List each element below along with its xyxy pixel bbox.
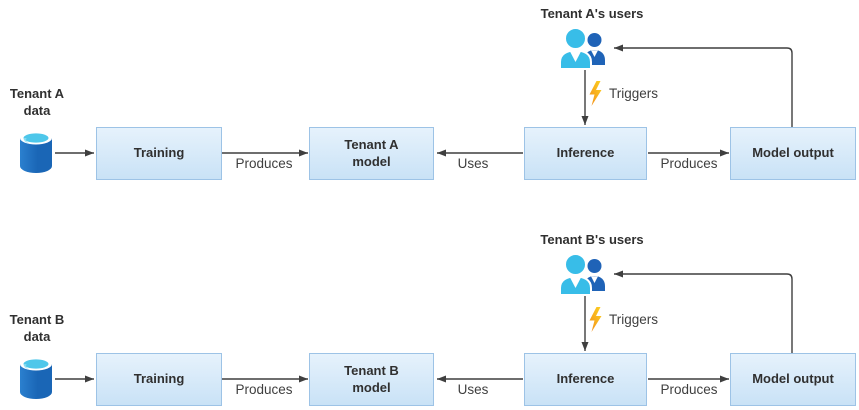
database-icon bbox=[20, 131, 52, 173]
model-output-box-label: Model output bbox=[752, 371, 834, 387]
training-box: Training bbox=[96, 353, 222, 406]
tenant-model-label-line1: Tenant A bbox=[344, 136, 399, 152]
tenant-data-line1: Tenant B bbox=[9, 312, 65, 327]
triggers-label: Triggers bbox=[609, 86, 659, 101]
training-box-label: Training bbox=[133, 145, 185, 161]
model-output-box: Model output bbox=[730, 127, 856, 180]
produces-label-right: Produces bbox=[660, 382, 718, 397]
tenant-model-label-line2: model bbox=[352, 379, 391, 395]
tenant-users-label: Tenant B's users bbox=[540, 232, 644, 247]
model-output-box-label: Model output bbox=[752, 145, 834, 161]
users-icon bbox=[559, 253, 605, 296]
users-icon bbox=[559, 27, 605, 70]
database-icon bbox=[20, 357, 52, 399]
lightning-bolt-icon bbox=[589, 81, 602, 106]
tenant-model-label-line2: model bbox=[352, 153, 391, 169]
model-output-box: Model output bbox=[730, 353, 856, 406]
tenant-data-line2: data bbox=[23, 102, 51, 118]
tenant-model-box: Tenant A model bbox=[309, 127, 434, 180]
tenant-b-flow: Tenant B data Training Produces Tenant B… bbox=[0, 226, 859, 410]
produces-label-left: Produces bbox=[235, 382, 293, 397]
produces-label-left: Produces bbox=[235, 156, 293, 171]
tenant-model-label-line1: Tenant B bbox=[344, 362, 399, 378]
uses-label: Uses bbox=[457, 382, 489, 397]
tenant-a-flow: Tenant A data Training Produces Tenant A… bbox=[0, 6, 856, 180]
training-box: Training bbox=[96, 127, 222, 180]
lightning-bolt-icon bbox=[589, 307, 602, 332]
tenant-users-label: Tenant A's users bbox=[540, 6, 644, 21]
tenant-data-label: Tenant A data bbox=[0, 86, 74, 120]
training-box-label: Training bbox=[133, 371, 185, 387]
inference-box-label: Inference bbox=[556, 145, 615, 161]
tenant-model-box: Tenant B model bbox=[309, 353, 434, 406]
triggers-label: Triggers bbox=[609, 312, 659, 327]
produces-label-right: Produces bbox=[660, 156, 718, 171]
uses-label: Uses bbox=[457, 156, 489, 171]
tenant-data-line2: data bbox=[23, 328, 51, 344]
inference-box-label: Inference bbox=[556, 371, 615, 387]
inference-box: Inference bbox=[524, 353, 647, 406]
inference-box: Inference bbox=[524, 127, 647, 180]
tenant-data-line1: Tenant A bbox=[9, 86, 65, 101]
tenant-data-label: Tenant B data bbox=[0, 312, 74, 346]
